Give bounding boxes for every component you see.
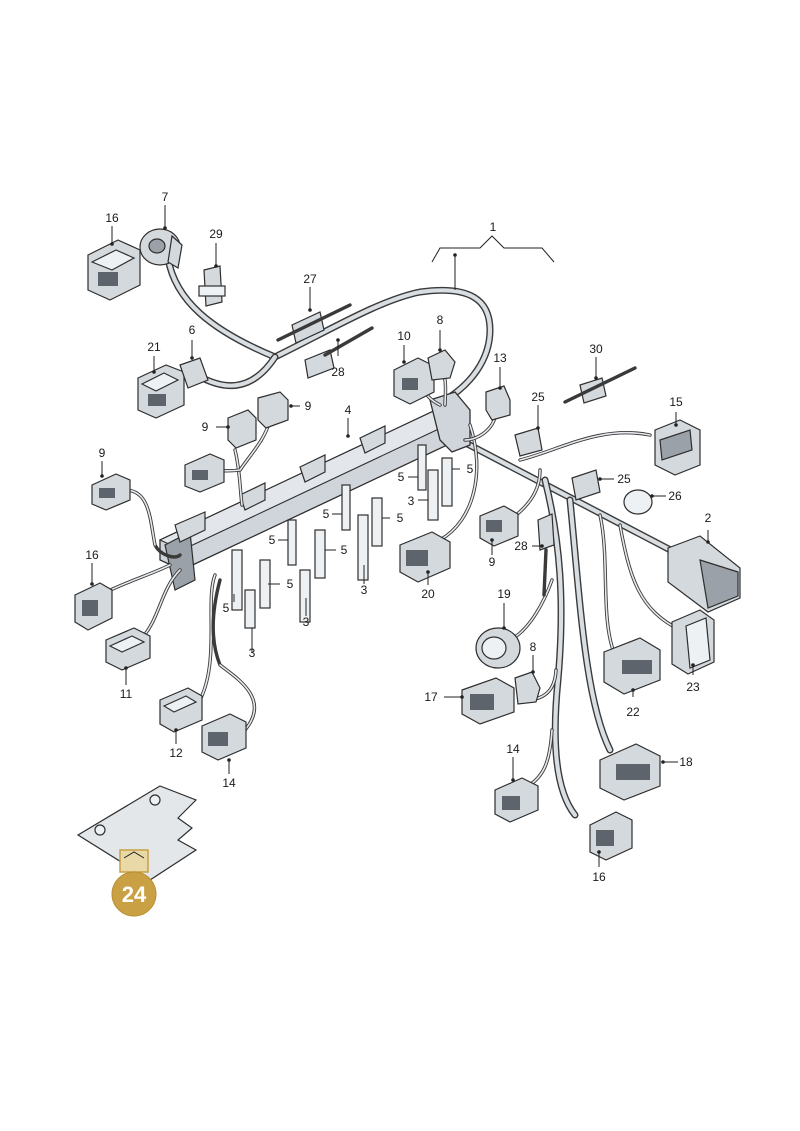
harness-rail [158,391,471,591]
callout-9: 9 [202,420,209,434]
clip-28-top [304,326,374,379]
callout-3: 3 [303,615,310,629]
callout-16: 16 [105,211,119,225]
clip-25-right [571,469,601,501]
callout-8: 8 [437,313,444,327]
callout-18: 18 [679,755,693,769]
connector-14-left [201,713,247,761]
callout-6: 6 [189,323,196,337]
clip-28-right [537,513,555,597]
callout-5: 5 [341,543,348,557]
callout-1: 1 [490,220,497,234]
callout-9: 9 [489,555,496,569]
connector-15 [654,419,701,476]
connector-18 [599,743,661,801]
badge-24: 24 [111,849,157,917]
callout-9: 9 [99,446,106,460]
callout-labels: 1 2 3 3 3 3 4 5 5 5 5 5 5 5 5 6 7 8 8 9 … [85,190,711,884]
connector-9-upper-b [257,391,289,429]
callout-20: 20 [421,587,435,601]
connector-14-right [494,777,539,823]
clip-30 [563,366,637,404]
connector-23 [671,609,715,675]
clip-29 [198,265,226,307]
callout-12: 12 [169,746,183,760]
terminal-pins [231,444,453,629]
connector-19 [475,627,521,669]
connector-17 [461,677,515,725]
connector-9-left [91,473,131,511]
callout-3: 3 [361,583,368,597]
connector-8-right [514,671,541,705]
connector-8-top [427,349,456,381]
callout-25: 25 [617,472,631,486]
callout-25: 25 [531,390,545,404]
connector-9-upper-a [227,409,257,449]
connector-16-left [74,582,113,631]
callout-21: 21 [147,340,161,354]
cap-26 [623,489,653,515]
callout-15: 15 [669,395,683,409]
connector-9-right [479,505,519,547]
callout-13: 13 [493,351,507,365]
connector-7 [139,228,183,269]
callout-14: 14 [222,776,236,790]
callout-5: 5 [287,577,294,591]
connector-21 [137,364,185,419]
connector-2 [667,535,741,613]
callout-19: 19 [497,587,511,601]
callout-29: 29 [209,227,223,241]
callout-17: 17 [424,690,438,704]
callout-23: 23 [686,680,700,694]
connector-12 [159,687,203,733]
connector-13 [485,385,511,421]
clip-25-top [514,427,543,457]
callout-2: 2 [705,511,712,525]
callout-11: 11 [120,687,133,701]
connector-11 [105,627,151,671]
callout-5: 5 [398,470,405,484]
callout-28: 28 [514,539,528,553]
callout-8: 8 [530,640,537,654]
connector-22 [603,637,661,695]
badge-number: 24 [122,882,147,907]
insulation-mat-24 [76,785,198,881]
connector-10 [393,357,435,405]
callout-9: 9 [305,399,312,413]
harness-trunks [164,254,684,819]
callout-14: 14 [506,742,520,756]
callout-5: 5 [323,507,330,521]
clip-27 [276,303,352,344]
connector-9-mid [184,453,225,493]
callout-5: 5 [269,533,276,547]
callout-16: 16 [592,870,606,884]
connector-6 [179,357,209,389]
callout-3: 3 [249,646,256,660]
callout-26: 26 [668,489,682,503]
callout-30: 30 [589,342,603,356]
connector-20 [399,531,451,583]
callout-5: 5 [397,511,404,525]
callout-5: 5 [223,601,230,615]
callout-28: 28 [331,365,345,379]
callout-4: 4 [345,403,352,417]
callout-3: 3 [408,494,415,508]
callout-10: 10 [397,329,411,343]
callout-16: 16 [85,548,99,562]
callout-27: 27 [303,272,317,286]
callout-7: 7 [162,190,169,204]
callout-22: 22 [626,705,640,719]
connector-16-bottom [589,811,633,861]
connector-16-top [87,239,141,301]
leader-lines [90,205,710,867]
callout-5: 5 [467,462,474,476]
